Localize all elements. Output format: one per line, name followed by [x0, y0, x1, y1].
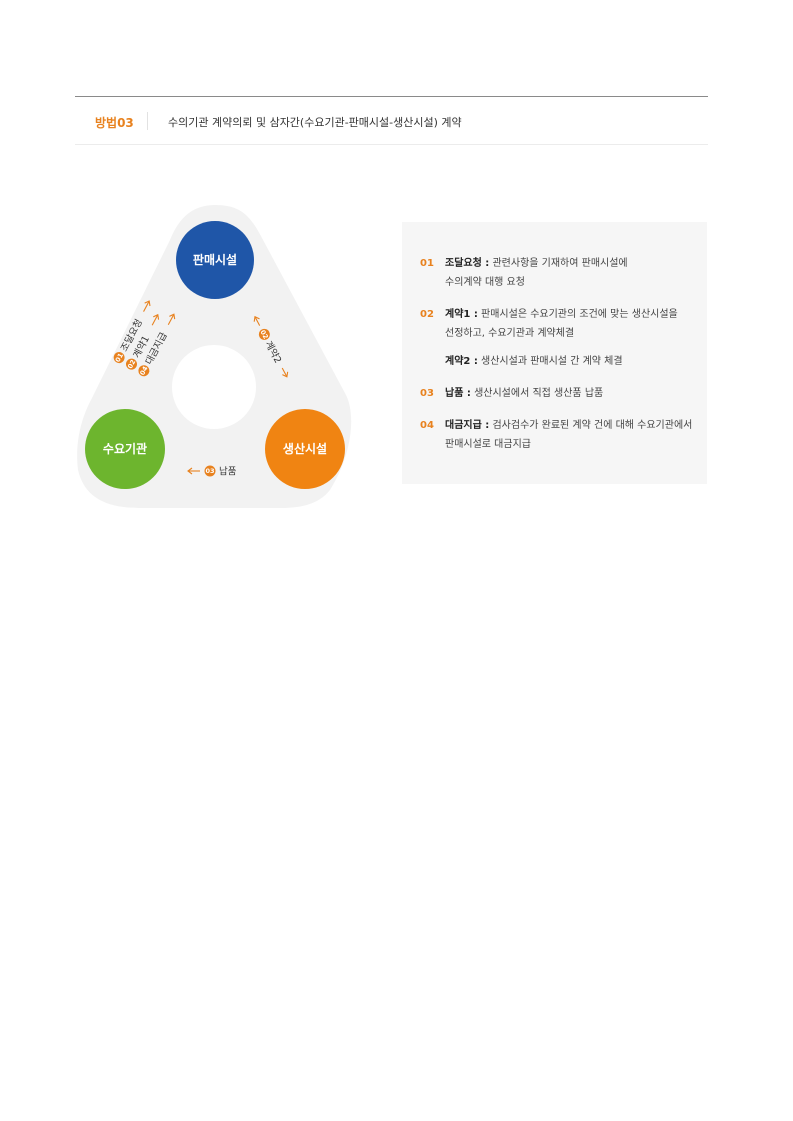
node-demand-agency-circle: [85, 409, 165, 489]
badge-02-right-text: 02: [259, 329, 270, 341]
header-top-rule: [75, 96, 708, 97]
legend-text: 검사검수가 완료된 계약 건에 대해 수요기관에서: [492, 420, 693, 431]
arrowhead-up-3: [169, 313, 176, 320]
arrowhead-up-1: [144, 300, 151, 307]
badge-04-left-text: 04: [138, 365, 150, 377]
arrow-right-out: [281, 367, 288, 378]
node-sales-facility-circle: [176, 221, 254, 299]
legend-num: 04: [420, 420, 434, 431]
legend-term: 납품 :: [445, 388, 471, 399]
legend-text-cont: 판매시설로 대금지급: [445, 439, 531, 450]
arrowhead-bottom: [187, 467, 193, 475]
legend-text-cont: 수의계약 대행 요청: [445, 277, 525, 288]
node-sales-facility-label: 판매시설: [193, 252, 237, 267]
badge-03-bottom-text: 03: [205, 467, 214, 475]
legend-text-cont: 선정하고, 수요기관과 계약체결: [445, 328, 575, 339]
legend-num: 03: [420, 388, 434, 399]
section-header: 방법03 수의기관 계약의뢰 및 삼자간(수요기관-판매시설-생산시설) 계약: [75, 104, 708, 145]
section-title: 수의기관 계약의뢰 및 삼자간(수요기관-판매시설-생산시설) 계약: [168, 116, 462, 129]
arrowhead-right-in: [253, 315, 260, 322]
arrowhead-right-out: [282, 371, 289, 378]
badge-02-right: [258, 328, 270, 340]
legend-term: 대금지급 :: [445, 420, 490, 431]
badge-01-left-text: 01: [114, 351, 126, 363]
method-label: 방법03: [95, 116, 134, 130]
center-circle: [172, 345, 256, 429]
badge-03-bottom: [204, 465, 216, 477]
legend-num: 02: [420, 309, 434, 320]
legend-term: 계약1 :: [445, 309, 478, 320]
arrow-right-in: [254, 316, 261, 326]
arrowhead-up-2: [153, 313, 160, 320]
legend-term: 조달요청 :: [445, 258, 490, 269]
badge-04-left: [138, 365, 150, 377]
legend-text: 판매시설은 수요기관의 조건에 맞는 생산시설을: [481, 309, 678, 320]
node-demand-agency: 수요기관: [85, 409, 165, 489]
badge-02-left: [126, 358, 138, 370]
header-divider: [147, 112, 148, 130]
legend-text: 생산시설과 판매시설 간 계약 체결: [481, 356, 623, 367]
node-production-facility-label: 생산시설: [283, 441, 327, 456]
node-demand-agency-label: 수요기관: [103, 441, 147, 456]
node-production-facility: 생산시설: [265, 409, 345, 489]
edge-delivery: 03 납품: [187, 465, 237, 478]
legend-panel: 01 조달요청 : 관련사항을 기재하여 판매시설에 수의계약 대행 요청 02…: [402, 222, 707, 484]
badge-02-left-text: 02: [126, 358, 137, 370]
node-sales-facility: 판매시설: [176, 221, 254, 299]
arrow-up-2: [151, 314, 159, 326]
legend-num: 01: [420, 258, 434, 269]
arrow-up-1: [143, 300, 150, 312]
legend-term: 계약2 :: [445, 356, 478, 367]
badge-01-left: [113, 352, 125, 364]
legend-text: 생산시설에서 직접 생산품 납품: [474, 388, 604, 399]
arrow-up-3: [167, 313, 175, 326]
legend-text: 관련사항을 기재하여 판매시설에: [492, 258, 628, 269]
node-production-facility-circle: [265, 409, 345, 489]
edge-delivery-label: 납품: [219, 467, 237, 478]
